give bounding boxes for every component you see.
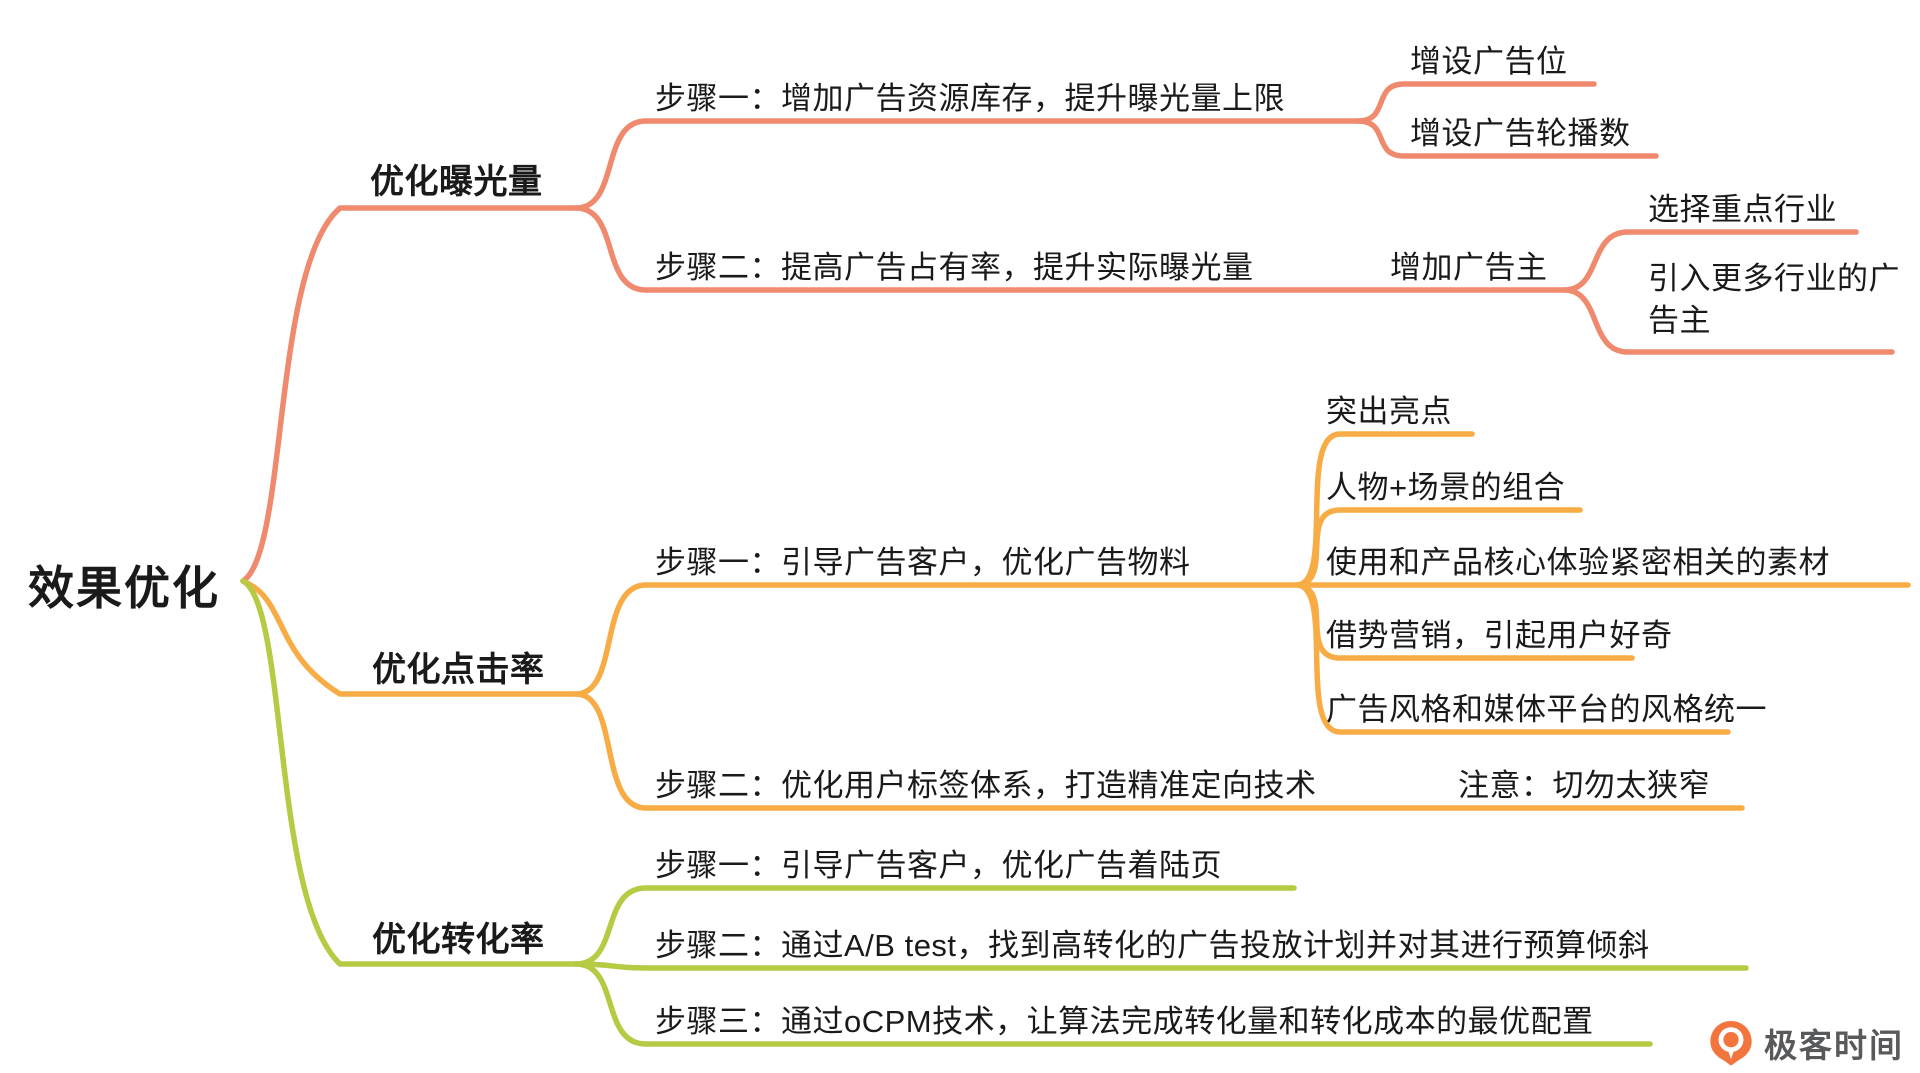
add-advertisers-node: 增加广告主	[1390, 250, 1548, 285]
root-node: 效果优化	[28, 562, 220, 614]
material-style-unify-node: 广告风格和媒体平台的风格统一	[1326, 692, 1767, 727]
edge-cvr-step3	[573, 961, 1653, 1047]
branch-exposure-label: 优化曝光量	[370, 163, 543, 201]
edge-root-cvr	[240, 578, 579, 967]
key-industry-node: 选择重点行业	[1648, 192, 1837, 227]
edge-exposure-step1	[573, 118, 1361, 211]
edge-material-person-scene	[1295, 507, 1583, 588]
edge-ctr-step1	[573, 582, 1301, 697]
edge-advertisers-key-industry	[1561, 229, 1859, 293]
ctr-step2-node: 步骤二：优化用户标签体系，打造精准定向技术	[655, 768, 1317, 803]
exposure-step1-node: 步骤一：增加广告资源库存，提升曝光量上限	[655, 81, 1285, 116]
edge-step1-ad-slots	[1355, 81, 1597, 124]
edge-material-style-unify	[1295, 582, 1731, 735]
geektime-brand-text: 极客时间	[1764, 1027, 1904, 1064]
cvr-step2-node: 步骤二：通过A/B test，找到高转化的广告投放计划并对其进行预算倾斜	[655, 928, 1650, 963]
edge-root-exposure	[240, 205, 579, 584]
geektime-pin-icon	[1710, 1020, 1752, 1066]
material-trend-marketing-node: 借势营销，引起用户好奇	[1326, 618, 1673, 653]
edge-exposure-step2	[573, 205, 1567, 293]
more-industry-advertisers-node: 引入更多行业的广告主	[1648, 261, 1900, 338]
exposure-step2-node: 步骤二：提高广告占有率，提升实际曝光量	[655, 250, 1254, 285]
edge-root-ctr	[240, 578, 579, 697]
branch-cvr-label: 优化转化率	[372, 921, 545, 959]
material-person-scene-node: 人物+场景的组合	[1326, 470, 1566, 505]
edge-cvr-step1	[573, 885, 1297, 967]
branch-ctr-label: 优化点击率	[372, 651, 545, 689]
targeting-caution-node: 注意：切勿太狭窄	[1458, 768, 1710, 803]
edge-step1-ad-rotation	[1355, 118, 1659, 159]
geektime-watermark: 极客时间	[1708, 1019, 1904, 1067]
cvr-step1-node: 步骤一：引导广告客户，优化广告着陆页	[655, 848, 1222, 883]
edge-advertisers-more-industry	[1561, 287, 1895, 355]
edge-ctr-step2	[573, 691, 1745, 811]
material-core-experience-node: 使用和产品核心体验紧密相关的素材	[1326, 545, 1830, 580]
ctr-step1-node: 步骤一：引导广告客户，优化广告物料	[655, 545, 1191, 580]
cvr-step3-node: 步骤三：通过oCPM技术，让算法完成转化量和转化成本的最优配置	[655, 1004, 1594, 1039]
material-highlight-node: 突出亮点	[1326, 394, 1452, 429]
exposure-ad-slots-node: 增设广告位	[1410, 44, 1568, 79]
exposure-ad-rotation-node: 增设广告轮播数	[1410, 116, 1631, 151]
